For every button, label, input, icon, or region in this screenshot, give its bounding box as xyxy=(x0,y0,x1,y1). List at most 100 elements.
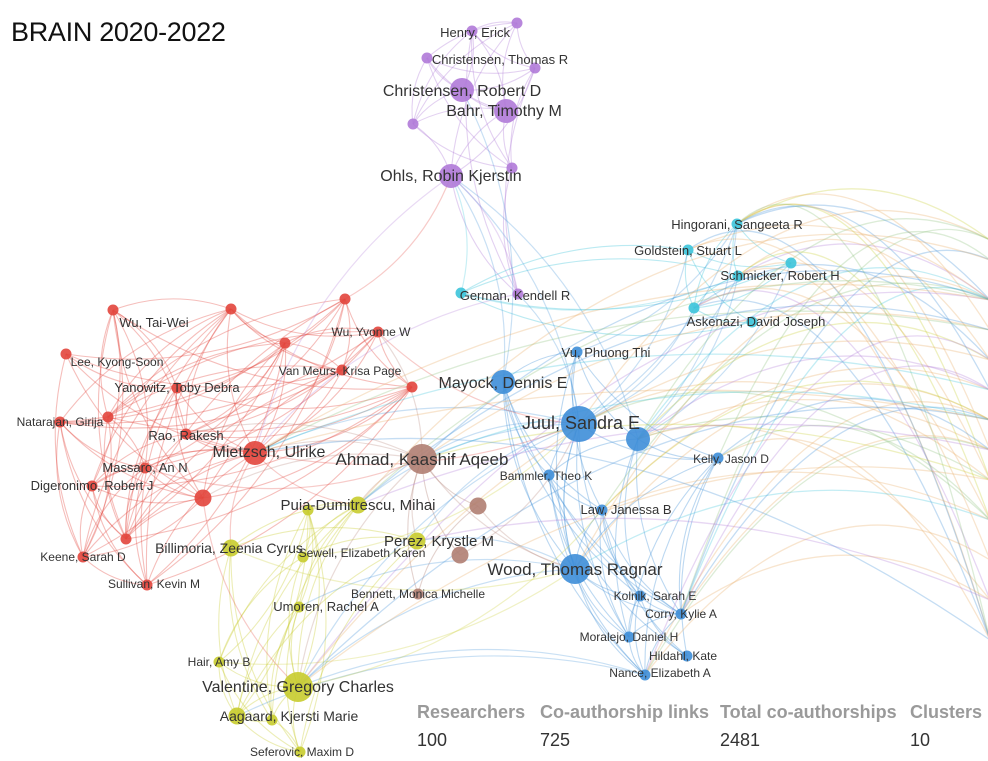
author-node-chr_r[interactable] xyxy=(450,78,474,102)
author-node-ahmad[interactable] xyxy=(407,444,437,474)
author-node-henry[interactable] xyxy=(511,17,523,29)
external-link xyxy=(637,355,988,440)
coauthor-link xyxy=(230,504,359,549)
author-node-wu_y[interactable] xyxy=(372,326,384,338)
author-node-vu[interactable] xyxy=(571,346,583,358)
author-node-r3[interactable] xyxy=(279,337,291,349)
author-node-bahr[interactable] xyxy=(494,99,518,123)
author-label-mayock: Mayock, Dennis E xyxy=(439,375,568,392)
coauthor-link xyxy=(228,547,273,721)
author-label-aske: Askenazi, David Joseph xyxy=(687,314,826,329)
author-node-law[interactable] xyxy=(596,504,608,516)
author-node-nat[interactable] xyxy=(54,416,66,428)
author-node-bennett[interactable] xyxy=(412,588,424,600)
author-node-german[interactable] xyxy=(512,288,524,300)
author-node-bammler[interactable] xyxy=(543,469,555,481)
author-node-sullivan[interactable] xyxy=(141,579,153,591)
author-node-valentine[interactable] xyxy=(283,672,313,702)
author-node-massaro[interactable] xyxy=(139,462,151,474)
author-node-y1[interactable] xyxy=(302,504,314,516)
author-node-b1[interactable] xyxy=(626,427,650,451)
author-node-mietz[interactable] xyxy=(243,441,267,465)
author-node-kelly[interactable] xyxy=(712,452,724,464)
author-label-sewell: Sewell, Elizabeth Karen xyxy=(299,546,426,560)
coauthor-link xyxy=(299,540,418,753)
author-node-rao[interactable] xyxy=(180,428,192,440)
cross-cluster-link xyxy=(459,423,580,556)
coauthor-link xyxy=(344,298,413,388)
external-link xyxy=(693,299,988,637)
author-node-ohls[interactable] xyxy=(439,164,463,188)
coauthor-link xyxy=(112,309,178,389)
author-node-r5[interactable] xyxy=(194,489,212,507)
external-link xyxy=(680,365,988,615)
author-node-r7[interactable] xyxy=(406,381,418,393)
cross-cluster-link xyxy=(185,423,580,466)
coauthor-link xyxy=(97,309,127,540)
coauthor-link xyxy=(693,262,792,309)
coauthor-link xyxy=(91,386,413,488)
author-node-hildahl[interactable] xyxy=(681,650,693,662)
coauthor-link xyxy=(218,547,238,717)
author-node-hair[interactable] xyxy=(213,656,225,668)
coauthor-link xyxy=(218,556,304,663)
author-node-puia[interactable] xyxy=(349,496,367,514)
author-node-hing[interactable] xyxy=(731,218,743,230)
author-node-br2[interactable] xyxy=(451,546,469,564)
coauthor-link xyxy=(412,123,513,169)
external-link xyxy=(693,287,988,518)
author-node-p4[interactable] xyxy=(506,162,518,174)
author-node-kolnik[interactable] xyxy=(634,590,646,602)
author-node-r2[interactable] xyxy=(107,304,119,316)
author-node-c2[interactable] xyxy=(785,257,797,269)
stat-value-1: 725 xyxy=(540,730,570,750)
coauthor-link xyxy=(266,509,309,721)
author-node-juul[interactable] xyxy=(561,406,597,442)
author-label-yan: Yanowitz, Toby Debra xyxy=(114,380,240,395)
author-node-schm[interactable] xyxy=(732,270,744,282)
author-node-aske[interactable] xyxy=(688,302,700,314)
author-node-c1[interactable] xyxy=(455,287,467,299)
author-node-seferovic[interactable] xyxy=(294,746,306,758)
author-node-lee[interactable] xyxy=(60,348,72,360)
author-node-r6[interactable] xyxy=(120,533,132,545)
external-link xyxy=(601,282,988,511)
author-node-br1[interactable] xyxy=(469,497,487,515)
author-node-y2[interactable] xyxy=(266,714,278,726)
author-node-p2[interactable] xyxy=(529,62,541,74)
author-node-gold[interactable] xyxy=(682,244,694,256)
author-node-chr_t[interactable] xyxy=(421,52,433,64)
coauthor-link xyxy=(82,308,232,558)
external-link xyxy=(254,437,988,640)
author-node-keene[interactable] xyxy=(77,551,89,563)
author-node-wood[interactable] xyxy=(560,554,590,584)
author-node-p3[interactable] xyxy=(407,118,419,130)
author-node-c3[interactable] xyxy=(746,316,758,328)
author-node-mayock[interactable] xyxy=(491,370,515,394)
author-node-yan[interactable] xyxy=(171,382,183,394)
author-node-moralejo[interactable] xyxy=(623,631,635,643)
author-node-nance[interactable] xyxy=(639,669,651,681)
author-node-umoren[interactable] xyxy=(293,601,305,613)
author-node-wu_t[interactable] xyxy=(225,303,237,315)
author-node-p1[interactable] xyxy=(466,25,478,37)
author-node-perez[interactable] xyxy=(408,532,426,550)
author-node-bill[interactable] xyxy=(222,539,240,557)
coauthor-link xyxy=(185,342,286,435)
coauthor-link xyxy=(548,474,682,615)
coauthor-link xyxy=(502,381,603,511)
author-node-corry[interactable] xyxy=(675,608,687,620)
coauthor-link xyxy=(639,595,688,657)
author-node-r4[interactable] xyxy=(102,411,114,423)
author-node-vanm[interactable] xyxy=(336,364,348,376)
author-node-r1[interactable] xyxy=(339,293,351,305)
cross-cluster-link xyxy=(450,175,506,383)
coauthor-link xyxy=(91,433,187,487)
coauthor-link xyxy=(599,509,630,638)
author-node-sewell[interactable] xyxy=(297,551,309,563)
author-node-aagaard[interactable] xyxy=(228,707,246,725)
author-label-puia: Puia-Dumitrescu, Mihai xyxy=(280,497,435,514)
external-link xyxy=(736,204,988,299)
author-node-diger[interactable] xyxy=(86,480,98,492)
